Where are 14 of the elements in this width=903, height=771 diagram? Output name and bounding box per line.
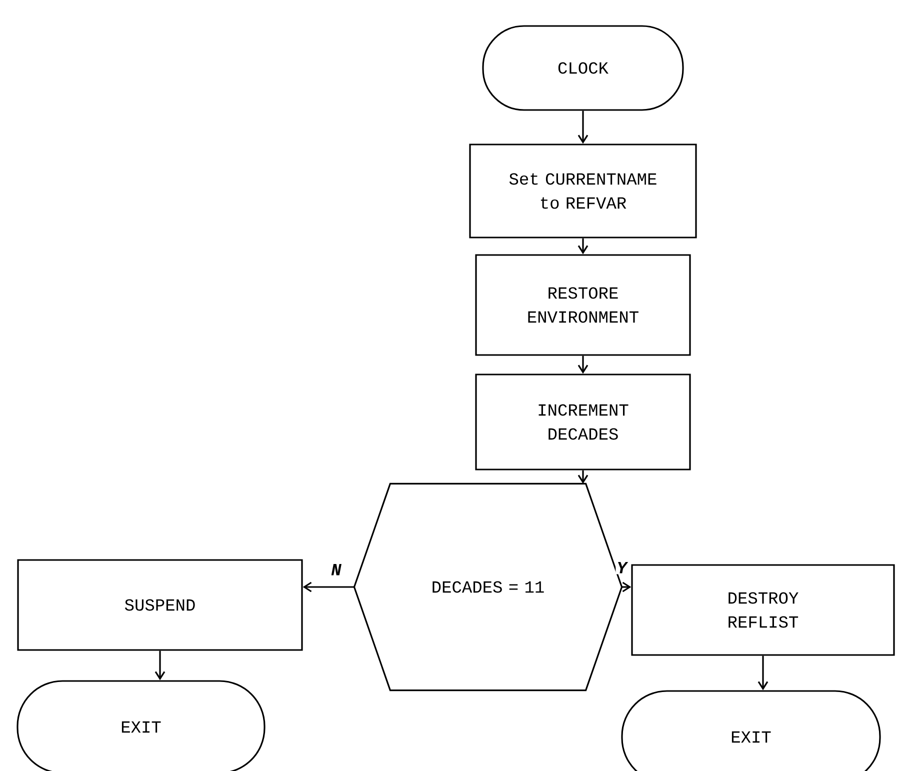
process-box: RESTORE ENVIRONMENT <box>475 254 691 356</box>
arrow <box>578 356 588 374</box>
arrow <box>578 110 588 144</box>
arrow <box>578 238 588 254</box>
arrow <box>154 650 166 680</box>
arrow <box>758 656 768 690</box>
process-box: Set CURRENTNAME to REFVAR <box>469 144 697 238</box>
arrow <box>578 470 588 484</box>
process-box: SUSPEND <box>17 559 303 651</box>
edge-label: Y <box>618 562 628 574</box>
arrow <box>302 582 354 592</box>
edge-label: N <box>331 564 342 576</box>
process-box: DESTROY REFLIST <box>631 564 895 656</box>
process-box: INCREMENT DECADES <box>475 374 691 470</box>
